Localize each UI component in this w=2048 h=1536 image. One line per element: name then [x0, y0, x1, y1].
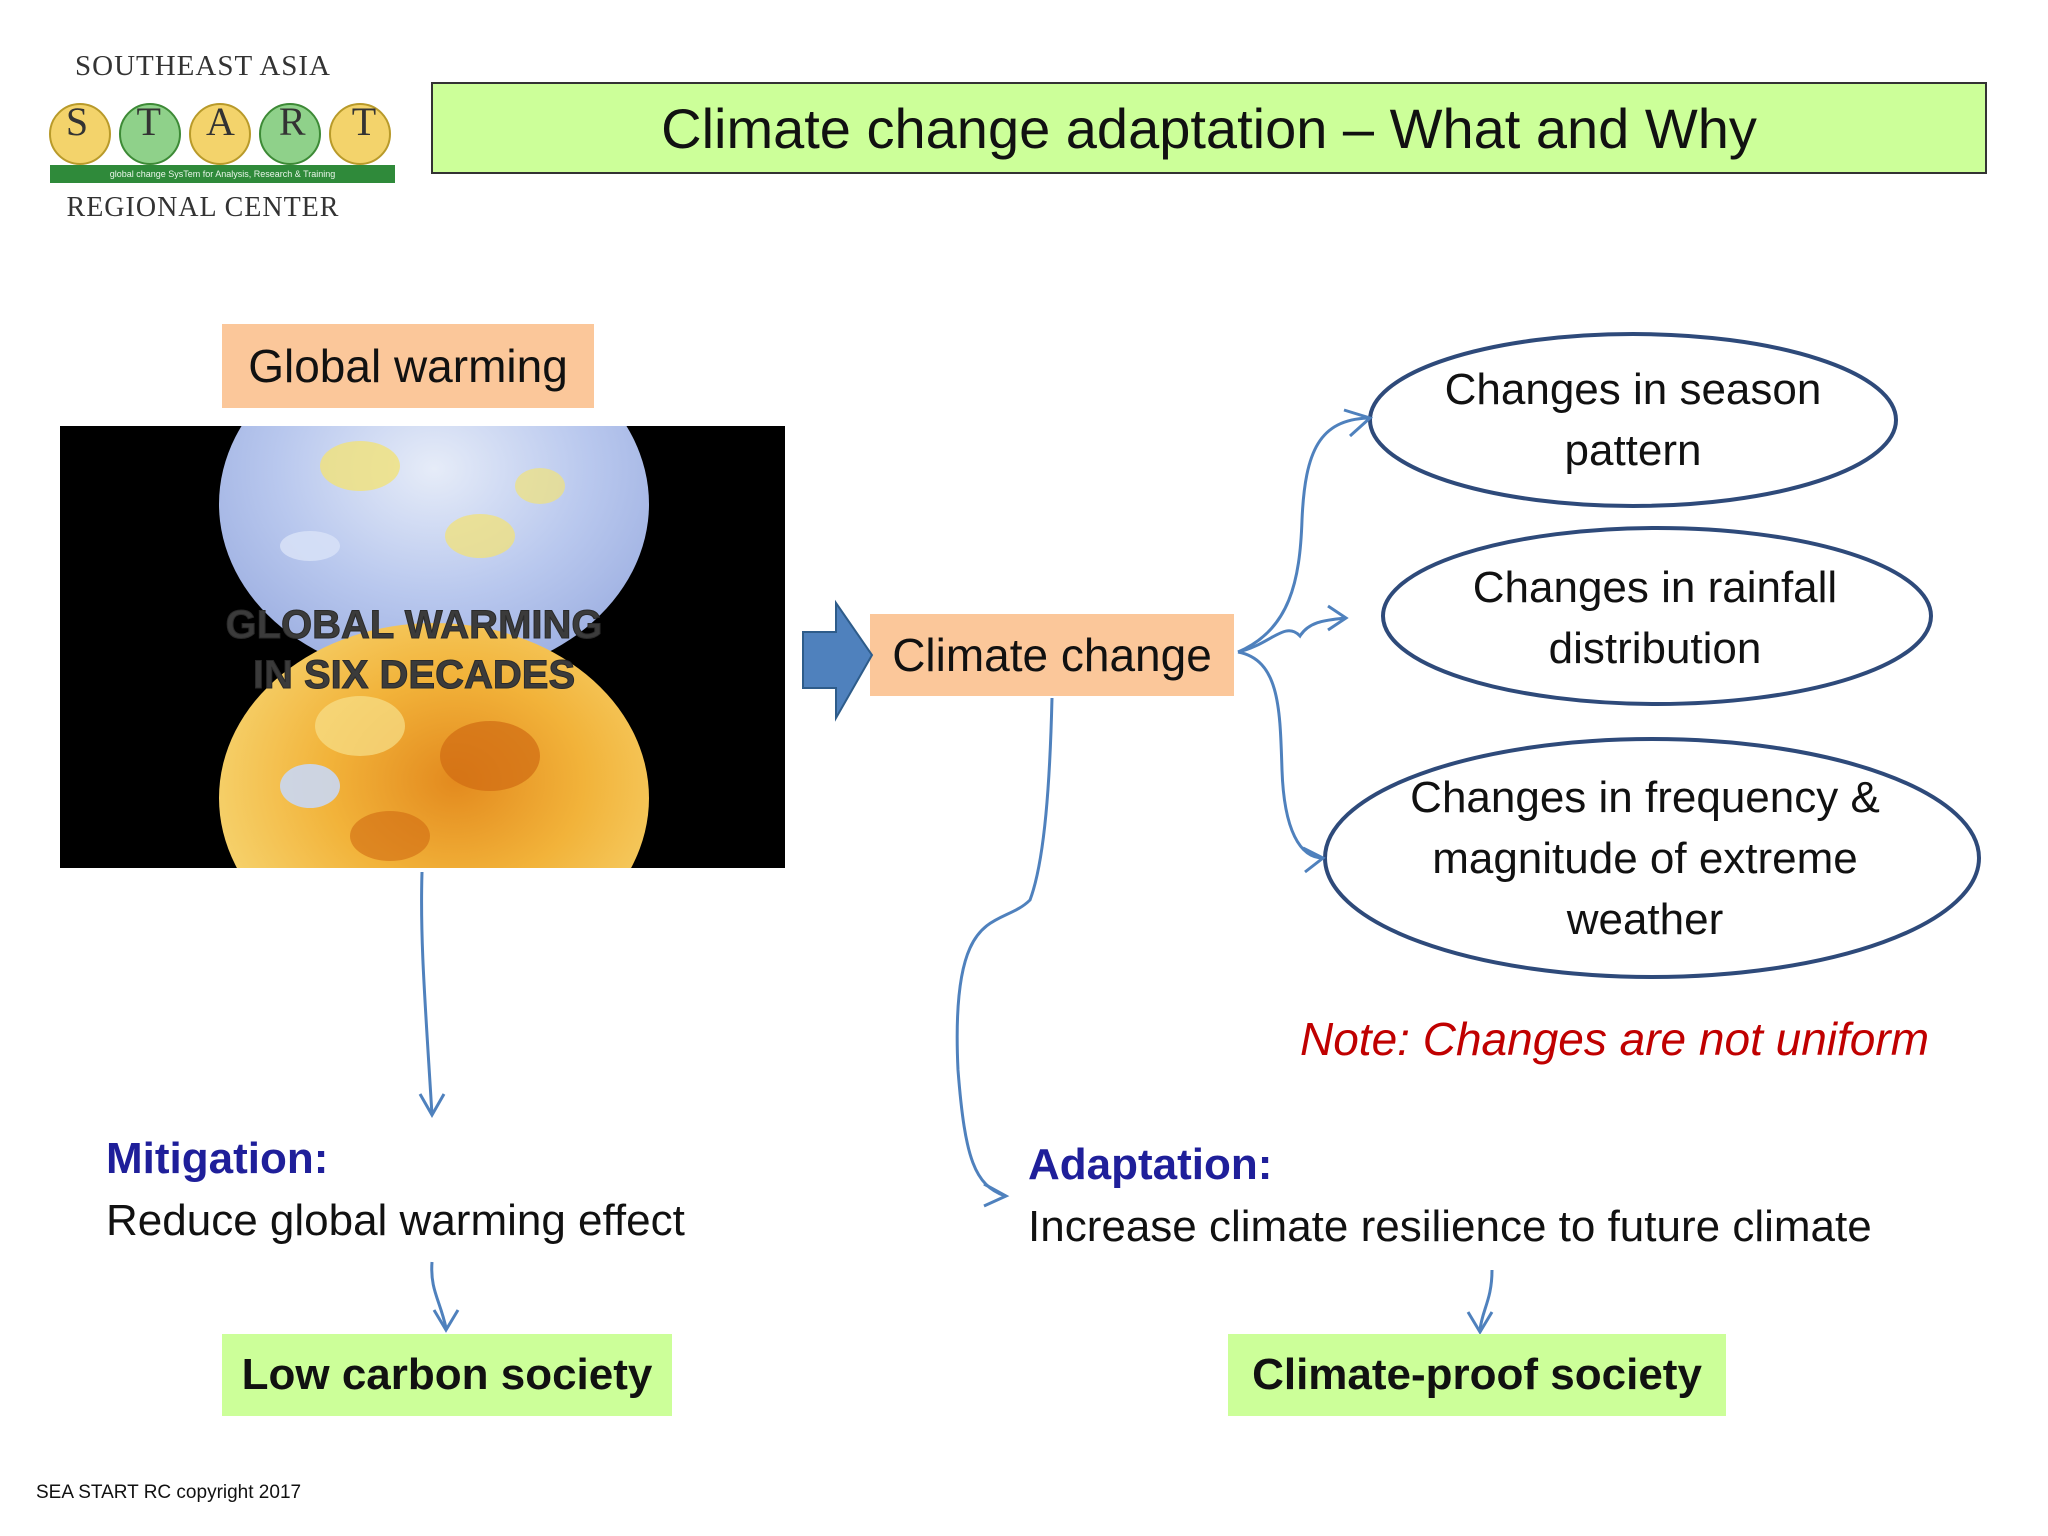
climate-change-label: Climate change: [870, 614, 1234, 696]
logo-bottom-text: REGIONAL CENTER: [66, 192, 340, 223]
adaptation-text: Increase climate resilience to future cl…: [1028, 1202, 1872, 1251]
connector-rainfall: [1237, 616, 1346, 654]
adaptation-heading: Adaptation:: [1028, 1140, 1273, 1189]
start-logo: SOUTHEAST ASIA S T A R T global change S…: [38, 50, 395, 235]
global-warming-label: Global warming: [222, 324, 594, 408]
impact-extreme: Changes in frequency & magnitude of extr…: [1350, 765, 1940, 951]
copyright-text: SEA START RC copyright 2017: [36, 1482, 302, 1503]
low-carbon-society-box: Low carbon society: [222, 1334, 672, 1416]
connector-mitigation: [420, 871, 434, 1116]
mitigation-text: Reduce global warming effect: [106, 1196, 685, 1245]
connector-low-carbon: [430, 1261, 448, 1329]
arrowhead-rainfall: [1327, 604, 1349, 632]
arrowhead-climate-proof: [1466, 1311, 1494, 1335]
impact-season: Changes in season pattern: [1390, 358, 1876, 482]
arrowhead-low-carbon: [432, 1309, 460, 1333]
arrowhead-mitigation: [418, 1093, 446, 1119]
logo-letter: S: [65, 99, 89, 144]
arrowhead-extreme: [1302, 846, 1326, 874]
ellipse-rainfall: [1381, 526, 1933, 706]
image-caption-line-2: IN SIX DECADES: [253, 653, 575, 697]
block-arrow: [802, 599, 874, 722]
impact-extreme-line-3: weather: [1566, 894, 1724, 944]
note-text: Note: Changes are not uniform: [1300, 1013, 1930, 1065]
connector-season: [1237, 416, 1369, 654]
impact-rainfall: Changes in rainfall distribution: [1400, 556, 1910, 680]
mitigation-heading: Mitigation:: [106, 1134, 329, 1183]
arrowhead-season: [1343, 408, 1373, 438]
logo-letter: R: [278, 99, 306, 144]
logo-circles: [49, 103, 391, 165]
climate-proof-society-box: Climate-proof society: [1228, 1334, 1726, 1416]
global-warming-image: GLOBAL WARMING IN SIX DECADES: [60, 426, 785, 868]
logo-letter: T: [136, 99, 161, 144]
logo-letters: S T A R T: [48, 98, 393, 145]
title-box: Climate change adaptation – What and Why: [431, 82, 1987, 174]
impact-extreme-line-2: magnitude of extreme: [1432, 833, 1858, 883]
impact-extreme-line-1: Changes in frequency &: [1410, 772, 1880, 822]
impact-rainfall-line-1: Changes in rainfall: [1472, 563, 1838, 612]
logo-letter: A: [206, 99, 235, 144]
logo-tagline: global change SysTem for Analysis, Resea…: [50, 165, 395, 183]
logo-letter: T: [351, 99, 377, 144]
arrowhead-adaptation: [983, 1182, 1010, 1208]
impact-season-line-1: Changes in season: [1444, 365, 1822, 414]
logo-top-text: SOUTHEAST ASIA: [75, 50, 331, 82]
connector-adaptation: [955, 697, 1054, 1198]
impact-rainfall-line-2: distribution: [1548, 624, 1762, 673]
page-title: Climate change adaptation – What and Why: [661, 96, 1757, 160]
connector-climate-proof: [1478, 1269, 1494, 1331]
connector-extreme: [1237, 650, 1324, 860]
impact-season-line-2: pattern: [1564, 426, 1702, 475]
image-caption-line-1: GLOBAL WARMING: [225, 603, 602, 647]
